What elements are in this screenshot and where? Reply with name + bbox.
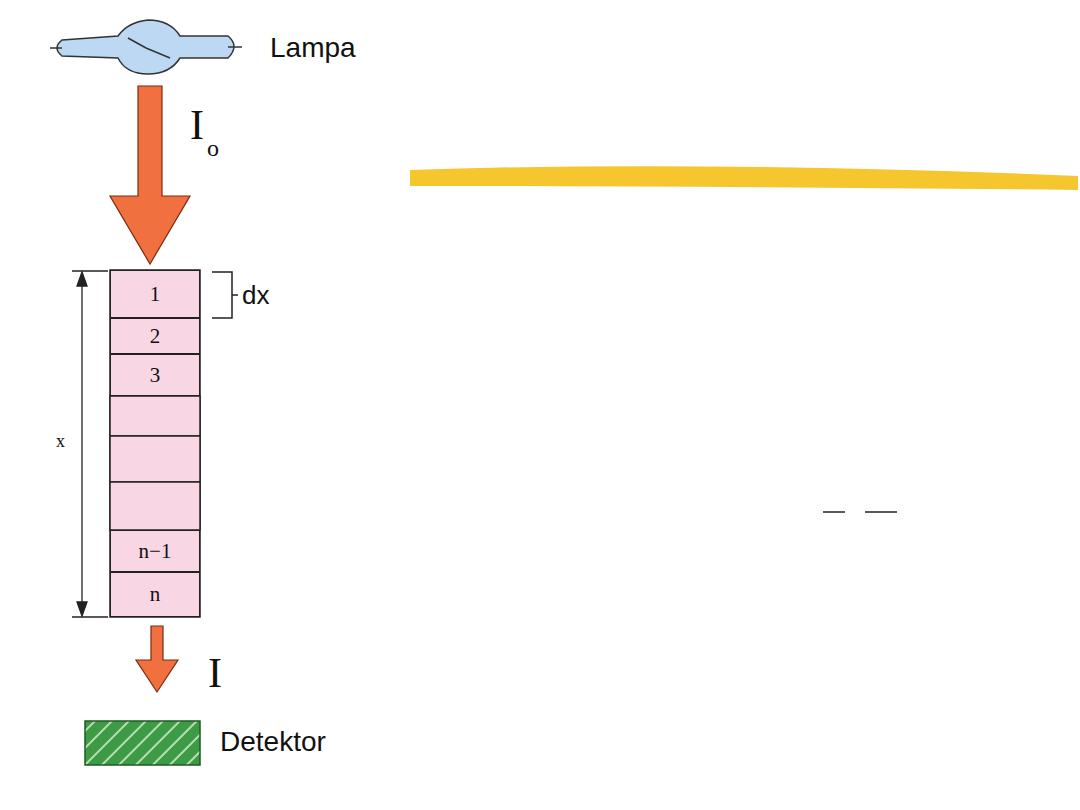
slab-cell: n	[110, 572, 200, 617]
dx-label: dx	[242, 282, 269, 308]
highlighter-stroke	[410, 166, 1078, 190]
cell-number: 1	[150, 284, 161, 305]
lamp-label: Lampa	[270, 34, 356, 62]
x-label: x	[56, 432, 65, 450]
formula-fragment	[823, 511, 845, 513]
detector-symbol	[85, 721, 200, 765]
x-dimension	[72, 271, 108, 617]
cell-number: 2	[150, 326, 161, 347]
intensity-symbol: I	[190, 104, 204, 146]
slab-cell: 1	[110, 270, 200, 318]
formula-fragment	[865, 511, 897, 513]
cell-number: 3	[150, 365, 161, 386]
intensity-subscript: o	[207, 136, 219, 160]
lamp-symbol	[50, 20, 242, 74]
cell-number: n	[150, 584, 161, 605]
slab-cell: 3	[110, 354, 200, 396]
dx-bracket	[232, 294, 238, 296]
transmitted-light-arrow	[136, 626, 178, 692]
incident-light-arrow	[110, 86, 190, 264]
detector-label: Detektor	[220, 728, 326, 756]
slab-cell: n−1	[110, 530, 200, 572]
sample-column	[110, 270, 200, 617]
dx-bracket	[212, 272, 232, 318]
cell-number: n−1	[139, 541, 172, 562]
slab-cell: 2	[110, 318, 200, 354]
intensity-symbol: I	[208, 652, 222, 694]
